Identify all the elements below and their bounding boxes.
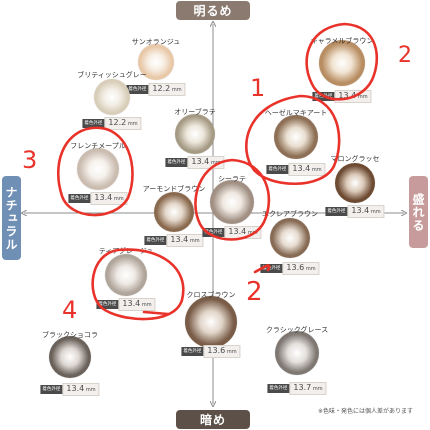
- lens-name: クロスブラウン: [186, 291, 236, 299]
- diameter-value: 13.6 mm: [282, 262, 320, 275]
- diameter-tag: 着色外径: [266, 165, 289, 174]
- lens-name: フレンチメープル: [70, 142, 126, 150]
- diameter-unit: mm: [209, 160, 221, 166]
- lens-name: サンオランジュ: [131, 38, 181, 46]
- lens-name: マロングラッセ: [330, 155, 380, 163]
- lens-name: オリーブラテ: [174, 108, 216, 116]
- lens-name: ブラックショコラ: [42, 331, 98, 339]
- lens-image: [77, 148, 119, 190]
- lens-name: キャラメルブラウン: [310, 37, 374, 45]
- diameter-unit: mm: [246, 230, 258, 236]
- diameter-value: 12.2 mm: [104, 117, 142, 130]
- diameter-unit: mm: [369, 209, 381, 215]
- diameter-value: 13.4 mm: [90, 192, 128, 205]
- lens-image: [335, 163, 375, 203]
- diameter-tag: 着色外径: [202, 228, 225, 237]
- lens-image: [49, 336, 91, 378]
- diameter-tag: 着色外径: [325, 207, 348, 216]
- diameter-tag: 着色外径: [267, 384, 290, 393]
- diameter-value: 13.7 mm: [289, 382, 327, 395]
- axis-label-enhancing: 盛れる: [409, 176, 428, 248]
- diameter-value: 13.4 mm: [224, 226, 262, 239]
- lens-image: [154, 192, 194, 232]
- diameter-tag: 着色外径: [144, 236, 167, 245]
- diameter-value: 13.4 mm: [288, 163, 326, 176]
- lens-name: ティアグレージュ: [98, 247, 154, 255]
- diameter-value: 13.4 mm: [347, 205, 385, 218]
- diameter-unit: mm: [311, 386, 323, 392]
- lens-image: [175, 114, 215, 154]
- diameter-tag: 着色外径: [68, 194, 91, 203]
- lens-image: [105, 254, 147, 296]
- lens-name: クラシックグレース: [265, 326, 329, 334]
- diameter-unit: mm: [225, 349, 237, 355]
- axis-label-bright: 明るめ: [176, 1, 250, 20]
- diameter-unit: mm: [126, 121, 138, 127]
- diameter-tag: 着色外径: [312, 92, 335, 101]
- lens-image: [319, 40, 365, 86]
- lens-name: ヘーゼルマキアート: [264, 109, 328, 117]
- lens-name: エクレアブラウン: [262, 210, 318, 218]
- lens-image: [185, 296, 237, 348]
- lens-image: [210, 180, 254, 224]
- diameter-unit: mm: [170, 87, 182, 93]
- diameter-unit: mm: [112, 196, 124, 202]
- lens-image: [275, 331, 319, 375]
- diameter-value: 13.4 mm: [62, 383, 100, 396]
- lens-image: [138, 44, 174, 80]
- diameter-value: 12.2 mm: [148, 83, 186, 96]
- diameter-unit: mm: [84, 387, 96, 393]
- diameter-unit: mm: [188, 238, 200, 244]
- lens-image: [94, 79, 130, 115]
- diameter-tag: 着色外径: [165, 158, 188, 167]
- diameter-value: 13.4 mm: [118, 298, 156, 311]
- footnote: ※色味・発色には個人差があります: [318, 408, 414, 415]
- diameter-tag: 着色外径: [260, 264, 283, 273]
- diameter-tag: 着色外径: [96, 300, 119, 309]
- diameter-value: 13.6 mm: [203, 345, 241, 358]
- diameter-tag: 着色外径: [40, 385, 63, 394]
- lens-name: アーモンドブラウン: [142, 185, 206, 193]
- diameter-tag: 着色外径: [181, 347, 204, 356]
- diameter-value: 13.4 mm: [166, 234, 204, 247]
- diameter-tag: 着色外径: [126, 85, 149, 94]
- diameter-unit: mm: [304, 266, 316, 272]
- axis-label-dark: 暗め: [176, 410, 250, 429]
- axis-label-natural: ナチュラル: [2, 176, 21, 260]
- diameter-value: 13.4 mm: [334, 90, 372, 103]
- diameter-value: 13.4 mm: [187, 156, 225, 169]
- lens-name: ブリティッシュグレー: [77, 71, 147, 79]
- diameter-unit: mm: [356, 94, 368, 100]
- diameter-unit: mm: [140, 302, 152, 308]
- lens-image: [270, 218, 310, 258]
- lens-image: [274, 115, 318, 159]
- diameter-tag: 着色外径: [82, 119, 105, 128]
- diameter-unit: mm: [310, 167, 322, 173]
- lens-name: シーラテ: [218, 175, 246, 183]
